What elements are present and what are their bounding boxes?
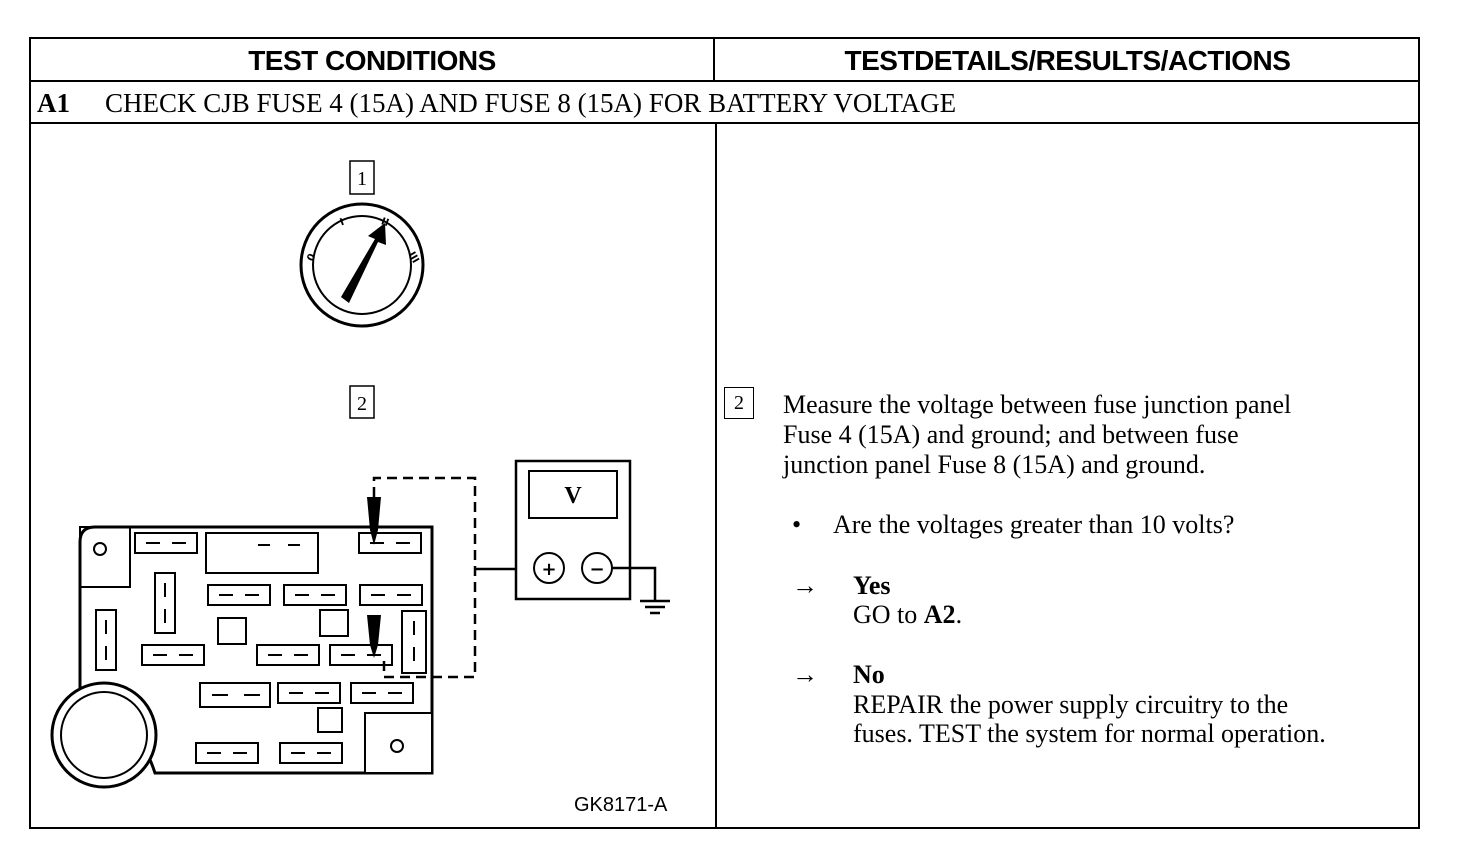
question-text: Are the voltages greater than 10 volts?: [833, 510, 1235, 539]
figure-reference: GK8171-A: [574, 794, 668, 816]
meter-display-label: V: [564, 483, 582, 509]
yes-action-target: A2: [923, 600, 956, 629]
yes-arrow-icon: →: [792, 571, 818, 600]
instruction-line-2: Fuse 4 (15A) and ground; and between fus…: [783, 420, 1239, 449]
step-id: A1: [37, 88, 70, 118]
horizontal-fuses: [134, 532, 423, 764]
callout-2-label: 2: [357, 393, 367, 415]
meter-plus-terminal: +: [541, 559, 556, 580]
column-divider: [715, 124, 717, 827]
voltmeter-icon: V + −: [514, 459, 632, 601]
ignition-position-3: III: [406, 250, 421, 265]
no-action-line-1: REPAIR the power supply circuitry to the: [853, 690, 1289, 719]
header-test-details: TESTDETAILS/RESULTS/ACTIONS: [715, 39, 1420, 82]
meter-minus-terminal: −: [589, 559, 604, 580]
yes-action-suffix: .: [955, 600, 963, 629]
yes-label: Yes: [853, 571, 891, 600]
yes-action: GO to A2.: [853, 600, 962, 630]
instruction-line-3: junction panel Fuse 8 (15A) and ground.: [783, 450, 1206, 479]
callout-1: 1: [349, 160, 375, 195]
ignition-position-2: II: [379, 216, 390, 229]
instruction-line-1: Measure the voltage between fuse junctio…: [783, 390, 1292, 419]
no-action-line-2: fuses. TEST the system for normal operat…: [853, 719, 1326, 748]
vertical-fuses: [95, 572, 427, 674]
no-arrow-icon: →: [792, 660, 818, 689]
details-step-number: 2: [724, 387, 754, 419]
step-title: CHECK CJB FUSE 4 (15A) AND FUSE 8 (15A) …: [105, 88, 957, 118]
probe-tips: [367, 497, 381, 658]
question-bullet: •: [792, 510, 802, 539]
ignition-switch-icon: 0 I II III: [299, 202, 425, 328]
step-title-row: A1 CHECK CJB FUSE 4 (15A) AND FUSE 8 (15…: [31, 82, 1418, 124]
ground-icon: [612, 566, 670, 615]
ignition-position-1: I: [339, 217, 346, 229]
callout-1-label: 1: [357, 168, 367, 190]
ignition-position-0: 0: [305, 252, 318, 264]
test-table: TEST CONDITIONS TESTDETAILS/RESULTS/ACTI…: [29, 37, 1420, 829]
callout-2: 2: [349, 385, 375, 419]
no-label: No: [853, 660, 885, 689]
yes-action-prefix: GO to: [853, 600, 924, 629]
header-test-conditions: TEST CONDITIONS: [31, 39, 715, 82]
